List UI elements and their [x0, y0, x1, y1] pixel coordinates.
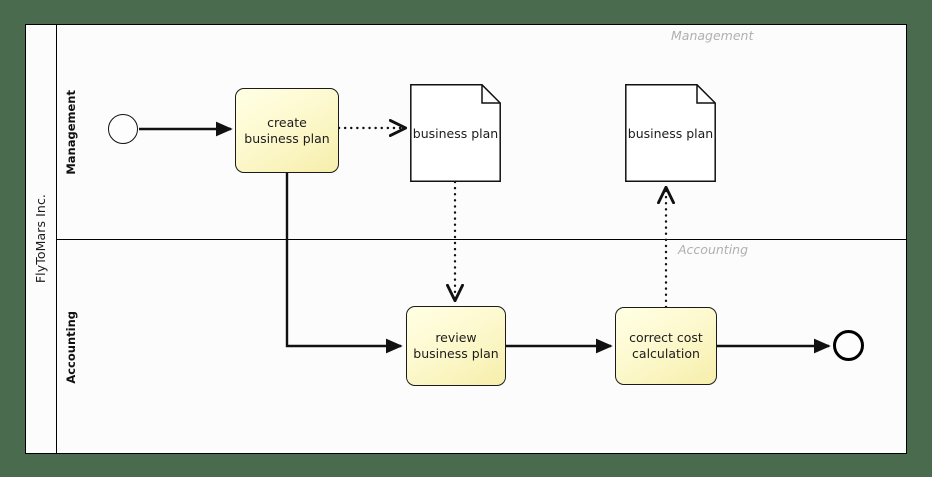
lane-label-accounting: Accounting: [57, 240, 85, 454]
task-review-business-plan[interactable]: review business plan: [406, 306, 506, 386]
task-create-business-plan-label: create business plan: [244, 115, 329, 147]
document-icon: [410, 84, 501, 182]
task-label-line2: calculation: [632, 346, 700, 361]
lane-management: [57, 24, 907, 240]
lane-corner-label-accounting: Accounting: [678, 242, 749, 257]
lane-corner-label-management: Management: [671, 28, 754, 43]
task-create-business-plan[interactable]: create business plan: [235, 88, 339, 173]
task-label-line1: create: [267, 114, 307, 130]
lane-label-management-text: Management: [64, 89, 78, 175]
task-label-line1: review: [435, 330, 477, 345]
task-label-line2: business plan: [244, 130, 330, 146]
task-review-business-plan-label: review business plan: [413, 330, 498, 362]
task-correct-cost-calculation[interactable]: correct cost calculation: [615, 307, 717, 385]
lane-label-management: Management: [57, 24, 85, 240]
data-object-business-plan-2-label: business plan: [627, 125, 714, 141]
pool-label-text: FlyToMars Inc.: [33, 194, 48, 284]
data-object-business-plan-2[interactable]: business plan: [625, 84, 716, 182]
task-label-line2: business plan: [413, 346, 499, 361]
data-object-business-plan-1[interactable]: business plan: [410, 84, 501, 182]
end-event[interactable]: [833, 330, 864, 361]
task-label-line1: correct cost: [629, 330, 703, 345]
lane-label-accounting-text: Accounting: [64, 310, 78, 384]
data-object-business-plan-1-label: business plan: [412, 125, 499, 141]
pool-label: FlyToMars Inc.: [25, 24, 57, 454]
start-event[interactable]: [108, 114, 138, 144]
task-correct-cost-calculation-label: correct cost calculation: [629, 330, 703, 362]
document-icon: [625, 84, 716, 182]
